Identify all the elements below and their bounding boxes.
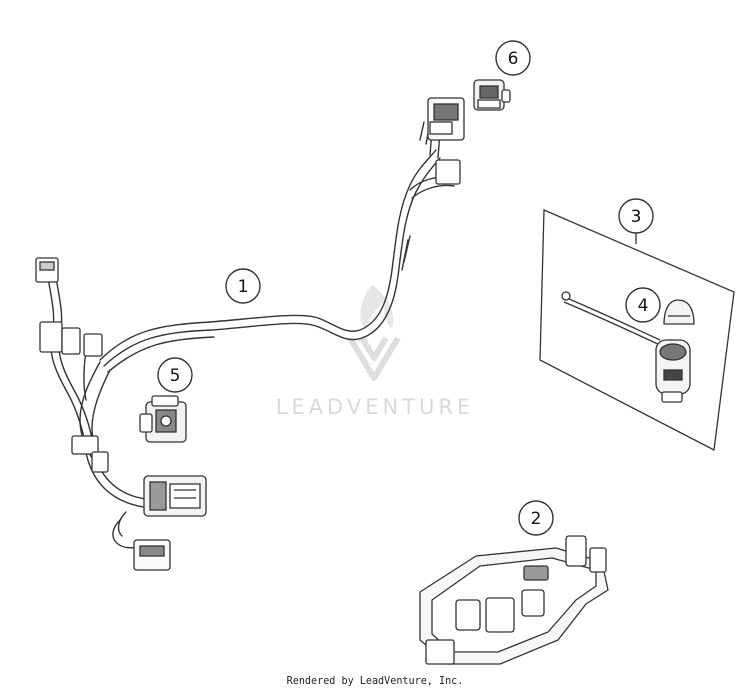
callout-2: 2 bbox=[518, 500, 554, 536]
connector-right-small-icon bbox=[435, 159, 461, 185]
footer-credit: Rendered by LeadVenture, Inc. bbox=[286, 674, 464, 687]
watermark-text: LEADVENTURE bbox=[276, 395, 475, 419]
part-4-cap-icon bbox=[663, 299, 695, 325]
connector-left-d-icon bbox=[71, 435, 99, 455]
callout-1: 1 bbox=[225, 268, 261, 304]
callout-5: 5 bbox=[157, 357, 193, 393]
svg-text:6: 6 bbox=[508, 49, 519, 69]
connector-left-c-icon bbox=[83, 333, 103, 357]
connector-left-e-icon bbox=[91, 451, 109, 473]
svg-text:4: 4 bbox=[638, 296, 649, 316]
part-3-kit-panel bbox=[539, 209, 735, 452]
callout-4: 4 bbox=[625, 287, 661, 323]
callout-6: 6 bbox=[495, 40, 531, 76]
svg-text:1: 1 bbox=[238, 277, 249, 297]
svg-text:5: 5 bbox=[170, 366, 181, 386]
svg-text:2: 2 bbox=[531, 509, 542, 529]
callout-3: 3 bbox=[618, 198, 654, 244]
watermark: LEADVENTURE bbox=[276, 285, 475, 419]
part-5-connector bbox=[139, 395, 187, 443]
kit-switch-body-icon bbox=[655, 339, 691, 403]
harness-connectors bbox=[35, 97, 465, 571]
watermark-logo-icon bbox=[347, 285, 401, 381]
part-2-bracket bbox=[419, 535, 609, 665]
connector-left-b-icon bbox=[61, 327, 81, 355]
part-6-plug bbox=[473, 79, 511, 111]
svg-text:3: 3 bbox=[631, 207, 642, 227]
connector-left-a-icon bbox=[39, 321, 63, 353]
kit-cable-assembly bbox=[561, 291, 663, 347]
wiring-harness bbox=[47, 121, 455, 549]
